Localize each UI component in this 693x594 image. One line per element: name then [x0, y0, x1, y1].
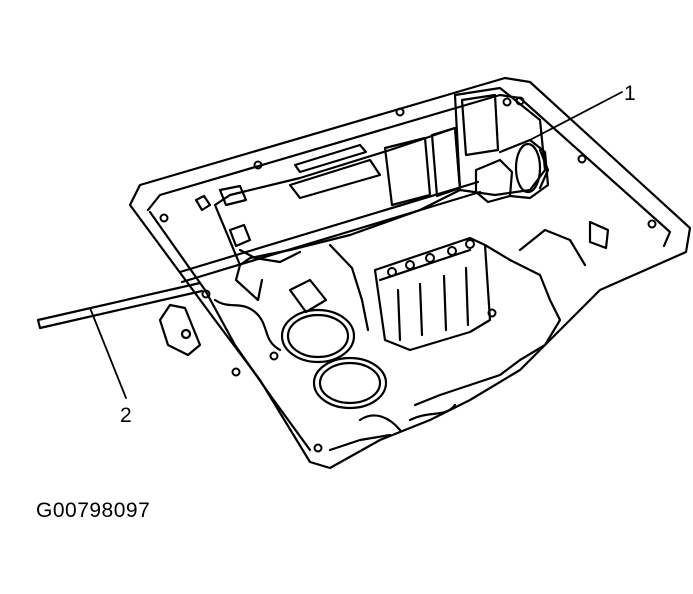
housing-flange-left [148, 210, 312, 452]
rod-shaft [178, 180, 482, 284]
leader-line-1 [529, 91, 623, 141]
bolt-holes [159, 96, 657, 453]
leader-line-2 [89, 307, 127, 399]
tool-rod [36, 281, 204, 330]
housing-outline [128, 76, 692, 470]
callout-label-1: 1 [624, 82, 636, 105]
filter-ring-upper [280, 308, 356, 364]
filter-ring-lower [312, 356, 388, 410]
figure-id: G00798097 [36, 499, 151, 522]
left-tab [158, 303, 202, 357]
block-pegs [387, 239, 497, 318]
callout-label-2: 2 [120, 404, 132, 427]
lower-valve-block [373, 236, 492, 352]
